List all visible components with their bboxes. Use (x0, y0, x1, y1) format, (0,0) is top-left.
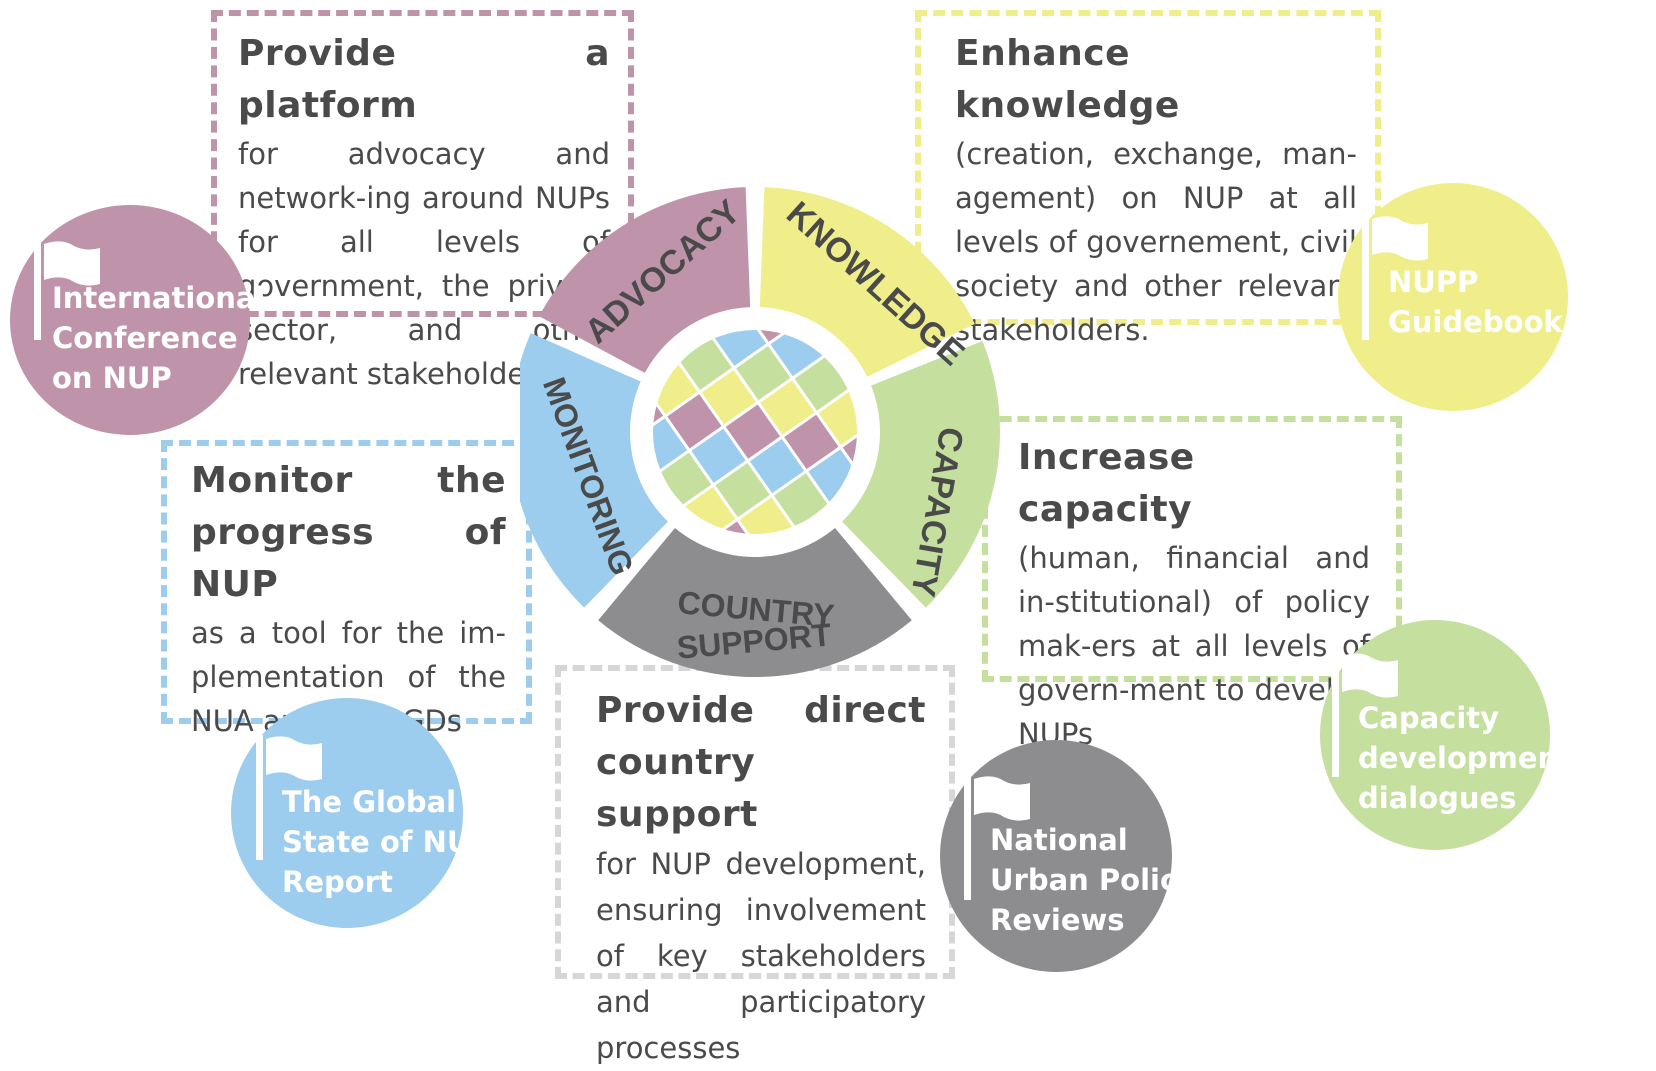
globe-cell (667, 394, 722, 449)
wheel-shape-capacity (842, 341, 1000, 608)
globe-cell (739, 497, 794, 535)
flag-label-capacity: Capacity development dialogues (1358, 701, 1573, 815)
flag-label-knowledge: NUPP Guidebook (1388, 265, 1563, 339)
globe-cell (784, 414, 839, 470)
flag-icon (964, 775, 1030, 900)
monitoring-box-title-line1: Monitor the (191, 460, 506, 501)
advocacy-box: Provide a platform for advocacy and netw… (238, 28, 610, 396)
wheel-shape-country (598, 528, 912, 677)
wheel-segment-capacity (842, 341, 1000, 608)
knowledge-box: Enhance knowledge (creation, exchange, m… (955, 28, 1357, 352)
capacity-box-body: (human, financial and in-stitutional) of… (1018, 541, 1370, 751)
globe-cell (773, 473, 829, 528)
globe-cell (749, 438, 805, 494)
nup-wheel: ADVOCACY KNOWLEDGE CAPACITY COUNTRY SUPP… (520, 187, 1000, 677)
flag-icon (1332, 652, 1398, 777)
country-box-body: for NUP development, ensuring involvemen… (596, 847, 926, 1065)
globe-cell (652, 418, 688, 473)
wheel-shape-knowledge (759, 187, 975, 377)
knowledge-box-title: Enhance knowledge (955, 33, 1180, 126)
globe-cell (715, 462, 770, 518)
capacity-box: Increase capacity (human, financial and … (1018, 432, 1370, 756)
advocacy-box-title: Provide a platform (238, 33, 610, 126)
country-box: Provide direct country support for NUP d… (596, 685, 926, 1071)
globe-cell (711, 329, 767, 366)
globe-cell (701, 370, 756, 425)
wheel-segment-country-support (598, 528, 912, 677)
globe-cell (725, 404, 781, 459)
flag-label-advocacy: International Conference on NUP (52, 281, 266, 395)
knowledge-box-body: (creation, exchange, man-agement) on NUP… (955, 137, 1357, 347)
flag-icon (34, 240, 100, 340)
globe-cell (794, 356, 849, 411)
wheel-shape-monitoring (520, 333, 668, 608)
wheel-segment-monitoring (520, 333, 668, 608)
flag-label-monitoring: The Global State of NUP Report (282, 785, 492, 899)
advocacy-box-border (211, 10, 634, 317)
flag-label-country: National Urban Policy Reviews (990, 823, 1197, 937)
globe-cell (760, 380, 815, 435)
country-box-title-line2: country support (596, 742, 758, 835)
capacity-box-border (982, 416, 1402, 682)
flag-circle-monitoring (231, 698, 463, 928)
monitoring-box-title-line2: progress of NUP (191, 512, 506, 605)
country-box-title-line1: Provide direct (596, 690, 926, 731)
wheel-segment-knowledge (759, 187, 975, 377)
capacity-box-title: Increase capacity (1018, 437, 1195, 530)
globe-cell (691, 428, 746, 483)
globe-cell (818, 390, 858, 446)
flag-icon (256, 735, 322, 860)
flag-icon (1362, 215, 1428, 340)
wheel-segment-advocacy (539, 187, 751, 373)
wheel-shape-advocacy (539, 187, 751, 373)
knowledge-box-border (915, 10, 1381, 325)
globe-cell (736, 345, 791, 401)
advocacy-box-body: for advocacy and network-ing around NUPs… (238, 137, 610, 391)
